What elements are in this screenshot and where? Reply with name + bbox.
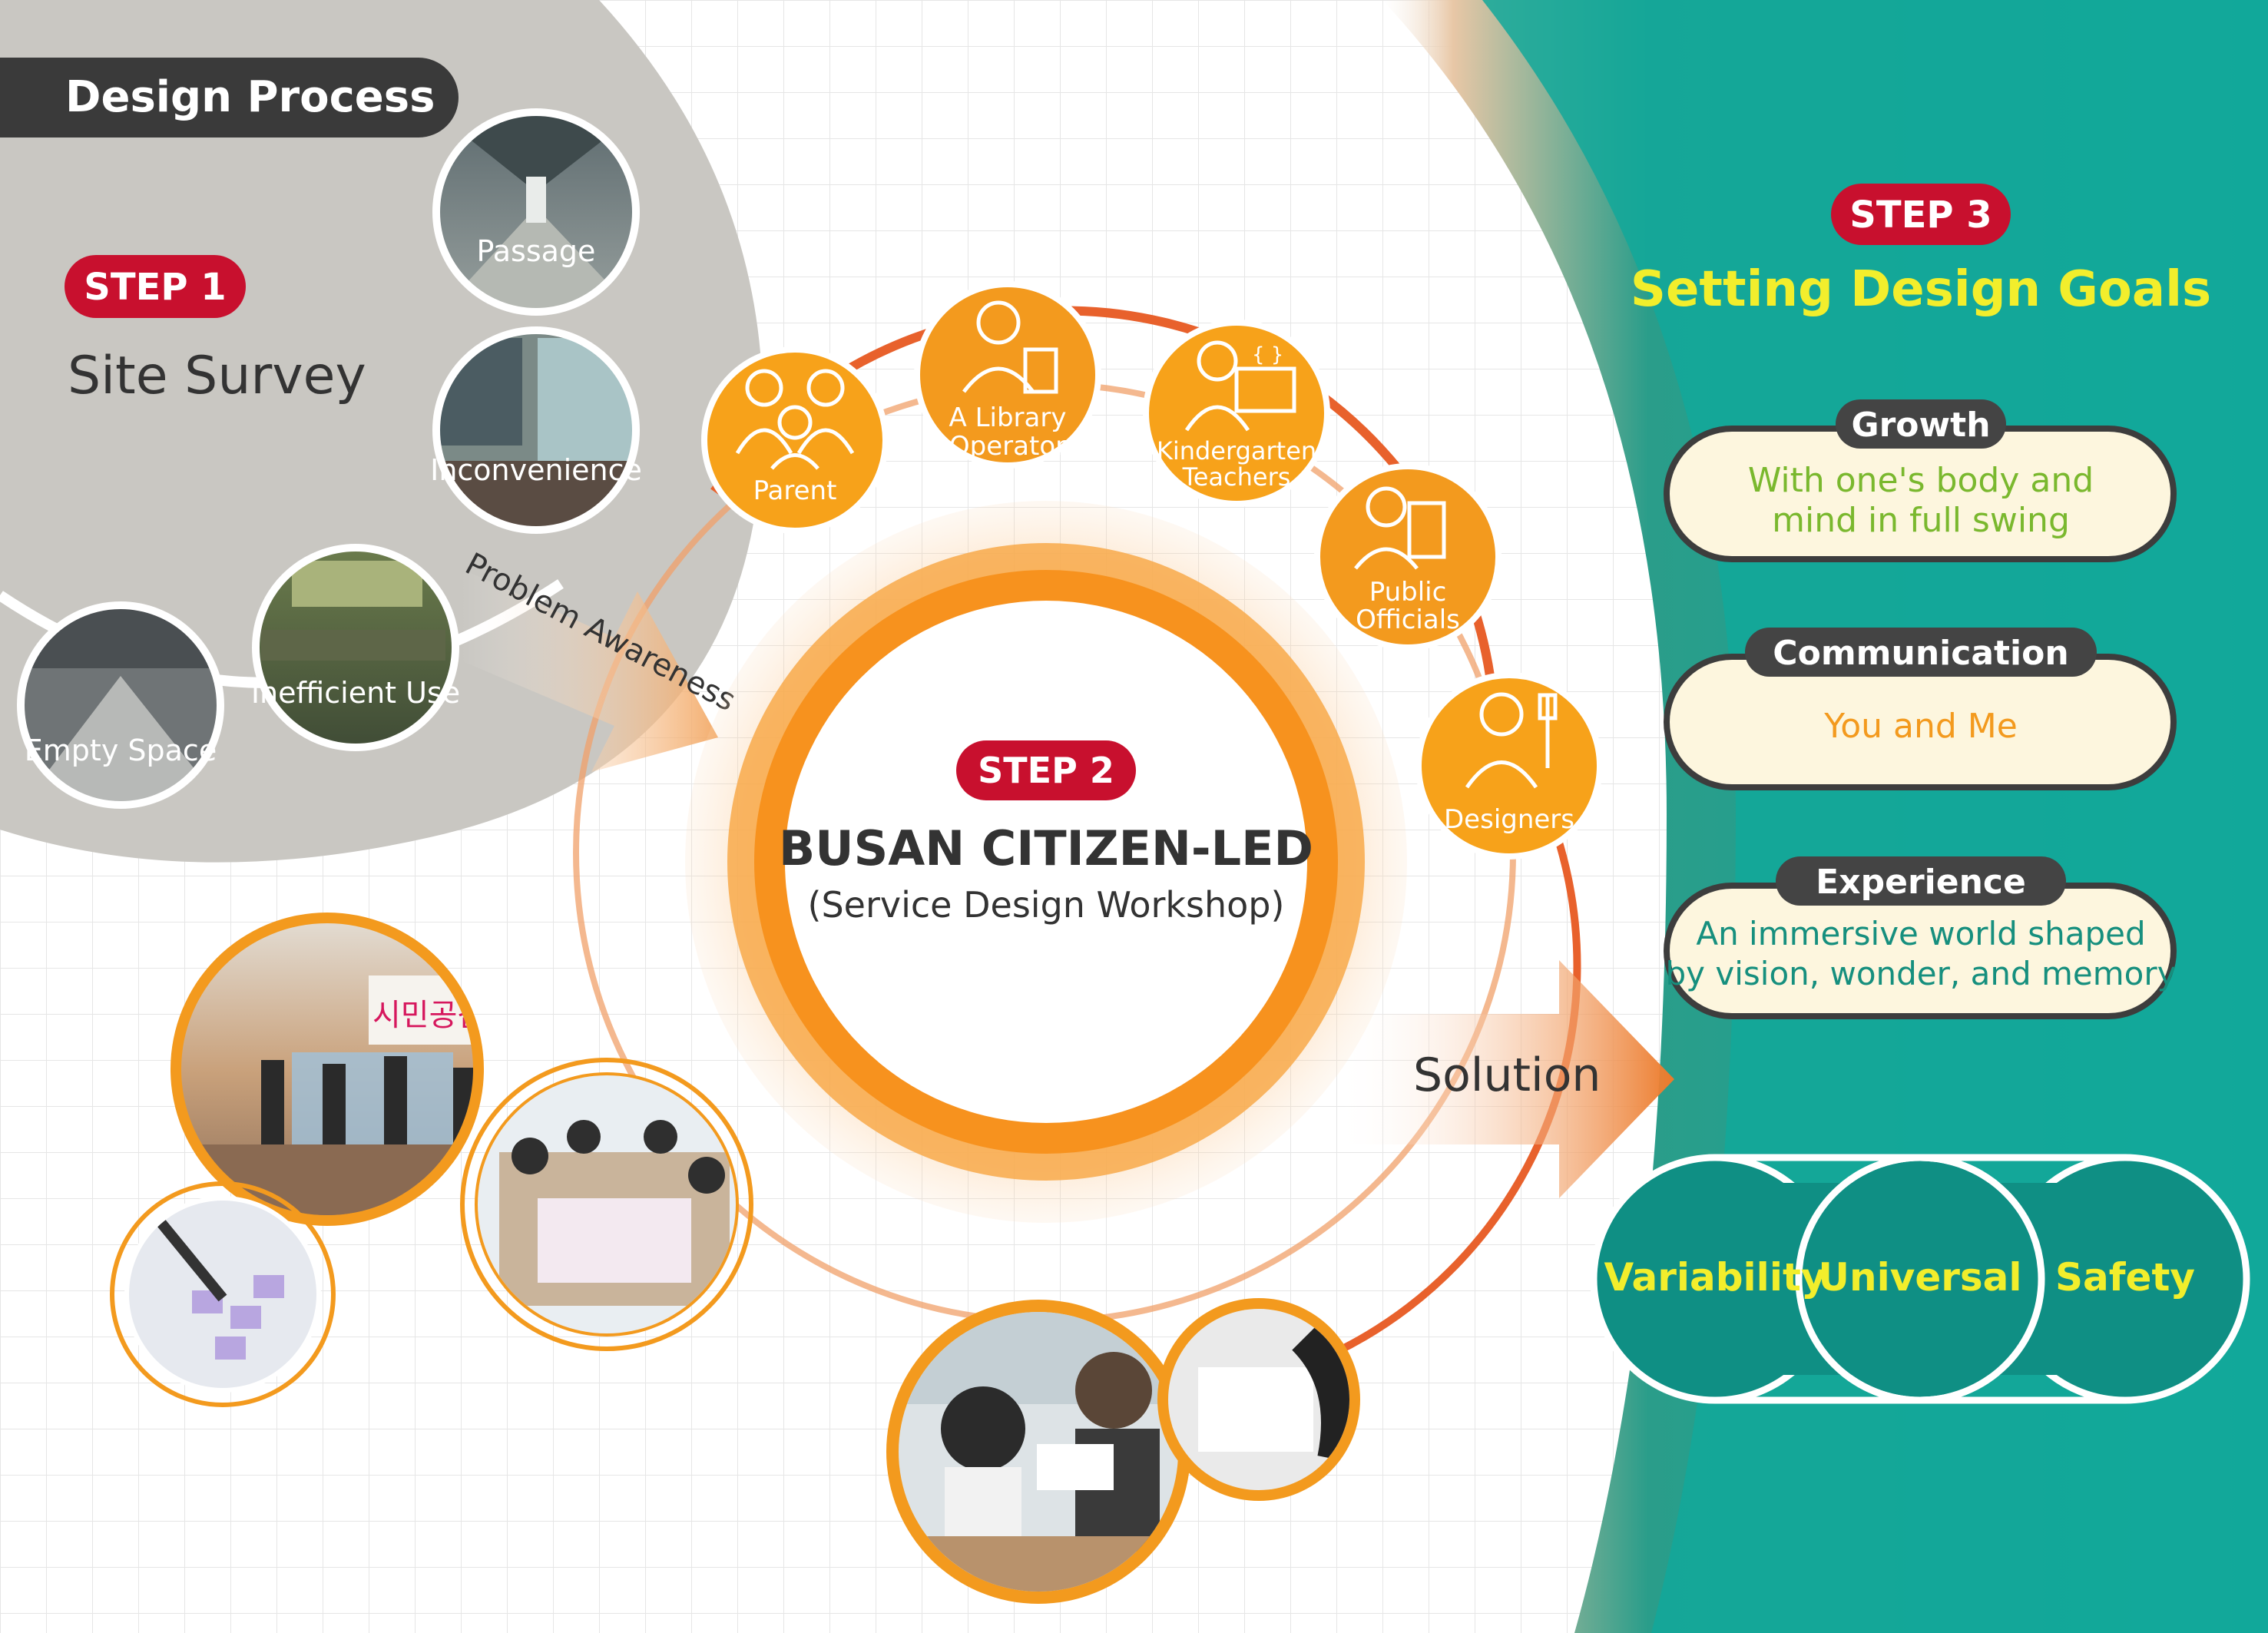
svg-text:Operator: Operator: [949, 431, 1066, 462]
librarian-icon: [962, 300, 1058, 394]
step2-center: STEP 2 BUSAN CITIZEN-LED (Service Design…: [685, 501, 1407, 1223]
family-icon: [735, 369, 855, 470]
solution-arrow: Solution: [1336, 960, 1674, 1198]
svg-text:With one's body and: With one's body and: [1748, 461, 2094, 500]
stakeholder-designers: Designers: [1415, 672, 1603, 860]
svg-text:STEP 3: STEP 3: [1849, 194, 1992, 237]
svg-text:Experience: Experience: [1816, 863, 2026, 902]
workshop-photo-table: [460, 1058, 753, 1351]
step3-badge: STEP 3: [1831, 184, 2011, 245]
photo-empty-space: Empty Space: [17, 601, 224, 809]
stakeholder-kindergarten-teachers: { } Kindergarten Teachers: [1143, 320, 1330, 507]
svg-text:by vision, wonder, and memory: by vision, wonder, and memory: [1666, 955, 2177, 992]
svg-text:Public: Public: [1369, 577, 1447, 608]
stakeholder-library-operator: A Library Operator: [914, 281, 1101, 469]
step2-subtitle: (Service Design Workshop): [808, 884, 1285, 926]
photo-passage: Passage: [432, 108, 640, 316]
svg-text:mind in full swing: mind in full swing: [1772, 501, 2070, 540]
designer-icon: [1465, 692, 1558, 789]
svg-text:Inefficient Use: Inefficient Use: [251, 676, 460, 710]
svg-text:Empty Space: Empty Space: [25, 734, 217, 767]
workshop-photo-smiling: [886, 1300, 1190, 1604]
design-process-header: Design Process: [0, 58, 459, 137]
step3-title: Setting Design Goals: [1631, 261, 2211, 318]
step2-badge: [956, 740, 1136, 800]
teacher-icon: { }: [1184, 340, 1296, 432]
svg-text:{ }: { }: [1252, 343, 1283, 366]
svg-text:시민공감디자인단: 시민공감디자인단: [372, 998, 598, 1033]
stakeholder-parent: Parent: [701, 346, 889, 534]
step2-title: BUSAN CITIZEN-LED: [779, 820, 1313, 876]
svg-text:An immersive world shaped: An immersive world shaped: [1696, 915, 2145, 952]
step1-badge: STEP 1: [65, 255, 246, 318]
step1-title: Site Survey: [68, 346, 366, 406]
svg-text:Officials: Officials: [1356, 605, 1460, 635]
svg-text:You and Me: You and Me: [1823, 707, 2018, 746]
svg-text:Inconvenience: Inconvenience: [430, 453, 642, 487]
workshop-photo-main: 시민공감디자인단: [171, 913, 598, 1226]
svg-text:Teachers: Teachers: [1182, 462, 1291, 492]
value-variability: Variability: [1604, 1255, 1826, 1300]
svg-text:STEP 2: STEP 2: [978, 750, 1114, 791]
svg-text:Designers: Designers: [1444, 804, 1574, 835]
photo-inconvenience: Inconvenience: [430, 326, 642, 534]
goal-communication: Communication You and Me: [1664, 628, 2177, 790]
svg-text:A Library: A Library: [949, 402, 1067, 433]
goal-tag: [1836, 399, 2006, 449]
goal-experience: Experience An immersive world shaped by …: [1664, 856, 2177, 1019]
values-trio: Variability Universal Safety: [1590, 1154, 2250, 1404]
page-title: Design Process: [65, 72, 435, 122]
svg-text:Communication: Communication: [1773, 634, 2068, 673]
svg-text:Kindergarten: Kindergarten: [1157, 436, 1316, 465]
value-safety: Safety: [2055, 1255, 2195, 1300]
workshop-photo-notes: [110, 1181, 336, 1407]
svg-text:Growth: Growth: [1851, 406, 1990, 445]
svg-text:Solution: Solution: [1413, 1048, 1601, 1102]
svg-text:STEP 1: STEP 1: [84, 266, 226, 309]
goal-tag: [1745, 628, 2097, 677]
svg-text:Parent: Parent: [753, 475, 837, 506]
stakeholder-public-officials: Public Officials: [1314, 463, 1502, 651]
svg-text:Passage: Passage: [477, 234, 596, 268]
workshop-photo-writing: [1157, 1298, 1360, 1501]
goal-tag: [1776, 856, 2066, 906]
goal-growth: Growth With one's body and mind in full …: [1664, 399, 2177, 562]
official-icon: [1354, 486, 1446, 570]
value-universal: Universal: [1818, 1255, 2021, 1300]
photo-inefficient-use: Inefficient Use: [251, 544, 460, 751]
